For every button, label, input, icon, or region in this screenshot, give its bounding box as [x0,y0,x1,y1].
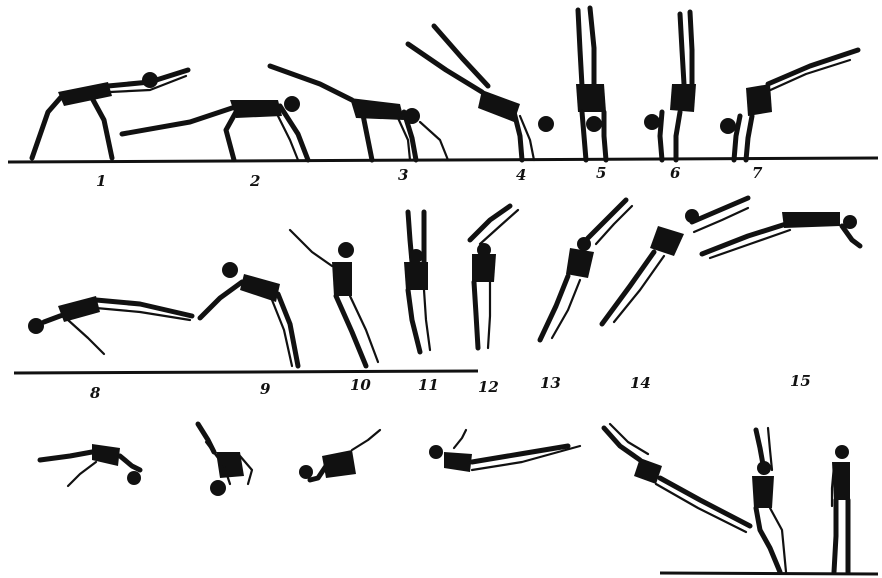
figure-11 [404,212,430,352]
figure-tuck-a [40,444,141,486]
figure-label-6: 6 [670,164,681,182]
figure-1 [32,70,188,158]
figure-label-1: 1 [96,172,106,190]
figure-14 [602,198,748,324]
figure-label-3: 3 [398,166,408,184]
figure-tuck-b [198,424,252,496]
ground-line-row3 [660,573,878,574]
figure-label-11: 11 [418,376,439,394]
figure-3 [270,66,448,160]
figure-13 [540,200,632,340]
figure-label-2: 2 [249,172,260,190]
figure-6 [644,12,696,160]
figure-standing [832,445,850,572]
figure-landing [752,428,786,572]
figure-label-12: 12 [478,378,499,396]
figure-12 [470,206,518,348]
figure-10 [290,230,378,366]
figure-2 [122,96,308,160]
figure-label-8: 8 [90,384,101,402]
figure-label-4: 4 [516,166,526,184]
figure-label-15: 15 [790,372,811,390]
figure-label-14: 14 [630,374,651,392]
figure-label-5: 5 [596,164,606,182]
figure-4 [408,26,554,160]
figure-label-13: 13 [540,374,561,392]
figure-label-10: 10 [350,376,371,394]
figure-7 [720,50,858,160]
figure-5 [576,8,606,160]
figure-label-9: 9 [260,380,271,398]
figure-extending [604,424,750,532]
figure-8 [28,296,192,354]
figure-tuck-c [299,430,380,480]
ground-line-row2 [14,371,478,373]
figure-opening [429,430,580,472]
figure-9 [200,262,298,366]
figure-label-7: 7 [752,164,763,182]
